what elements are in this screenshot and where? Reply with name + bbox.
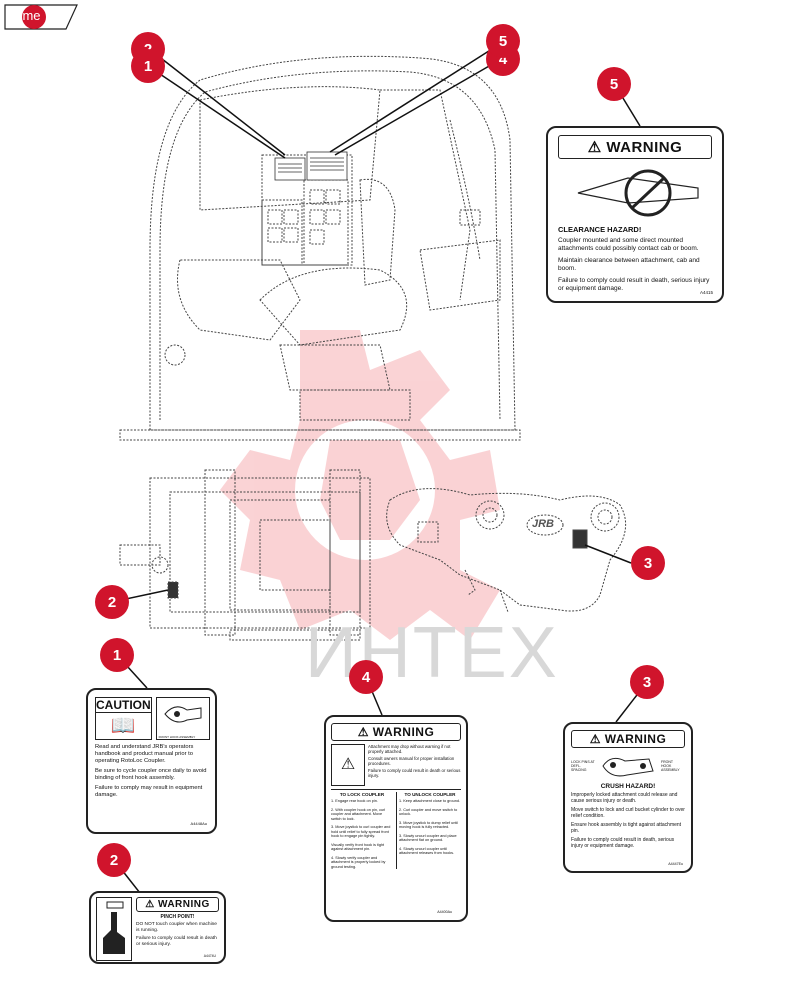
lock-step: 2. With coupler hook on pin, curl couple…: [331, 807, 386, 821]
hook-pictogram-icon: [164, 706, 202, 723]
lock-step: 3. Move joystick to curl coupler and hol…: [331, 825, 391, 838]
leader-lines: [111, 41, 648, 894]
warning-triangle-icon: ⚠: [357, 725, 369, 739]
home-link[interactable]: home: [8, 8, 41, 23]
lock-step: 4. Slowly verify coupler and attachment …: [331, 855, 386, 869]
label-3-code: A4447Eu: [668, 862, 683, 866]
label-1-pic-caption: FRONT HOOK ASSEMBLY: [158, 735, 196, 739]
cab-decals: [274, 151, 348, 181]
label-5-line: Failure to comply could result in death,…: [558, 277, 710, 292]
label-3-pic-right: FRONT HOOK ASSEMBLY: [661, 760, 680, 772]
label-5-code: A4415: [699, 290, 713, 295]
callout-2-label[interactable]: 2: [97, 843, 131, 877]
label-2-line: DO NOT touch coupler when machine is run…: [136, 922, 217, 933]
label-5-clearance-warning: ⚠ WARNING CLEARANCE HAZARD! Coupler moun…: [546, 126, 724, 303]
callout-2-coupler[interactable]: 2: [95, 585, 129, 619]
label-1-line: Be sure to cycle coupler once daily to a…: [95, 768, 207, 781]
label-3-hazard: CRUSH HAZARD!: [600, 783, 656, 790]
label-2-header: WARNING: [157, 899, 210, 910]
label-5-line: Coupler mounted and some direct mounted …: [558, 237, 699, 252]
unlock-step: 3. Slowly uncurl coupler and place attac…: [399, 833, 457, 843]
label-5-header: WARNING: [606, 139, 683, 156]
label-4-coupler-instructions: ⚠ WARNING ⚠ Attachment may drop without …: [324, 715, 468, 922]
label-1-line: Failure to comply may result in equipmen…: [95, 785, 203, 798]
label-2-code: A4474U: [203, 954, 216, 958]
coupler-plate-drawing: [386, 488, 627, 613]
watermark-text: ИНТЕХ: [305, 613, 559, 693]
label-2-pinch-warning: ⚠ WARNING PINCH POINT! DO NOT touch coup…: [89, 891, 226, 964]
pinch-point-hand-icon: [96, 897, 132, 961]
label-4-code: A4400Au: [437, 910, 452, 914]
home-tab-shape: [4, 4, 78, 30]
clearance-pictogram-icon: [577, 169, 699, 217]
unlock-step: 1. Keep attachment close to ground.: [399, 799, 461, 803]
book-icon: 📖: [110, 715, 136, 737]
lock-step: 1. Engage rear hook on pin.: [331, 799, 378, 803]
coupler-side-drawing: [119, 469, 371, 641]
warning-triangle-icon: ⚠: [589, 732, 601, 746]
callout-3-label[interactable]: 3: [630, 665, 664, 699]
label-1-line: Read and understand JRB's operators hand…: [95, 744, 194, 764]
label-3-header: WARNING: [604, 732, 667, 746]
unlock-coupler-title: TO UNLOCK COUPLER: [404, 792, 456, 797]
unlock-step: 2. Curl coupler and move switch to unloc…: [399, 807, 458, 817]
label-5-line: Maintain clearance between attachment, c…: [558, 257, 700, 272]
callout-5-cab[interactable]: 5: [486, 24, 520, 58]
callout-1-cab[interactable]: 1: [131, 49, 165, 83]
label-3-line: Improperly locked attachment could relea…: [571, 792, 678, 804]
warning-triangle-icon: ⚠: [145, 899, 155, 910]
hook-lock-pictogram-icon: [602, 757, 654, 777]
label-3-line: Failure to comply could result in death,…: [571, 837, 675, 849]
label-4-intro: Failure to comply could result in death …: [368, 768, 461, 778]
callout-3-coupler[interactable]: 3: [631, 546, 665, 580]
callout-1-label[interactable]: 1: [100, 638, 134, 672]
cab-drawing: [119, 55, 521, 441]
label-4-intro: Consult owners manual for proper install…: [368, 756, 455, 766]
falling-object-icon: ⚠: [331, 744, 365, 786]
brand-plate: JRB: [532, 518, 555, 530]
label-4-header: WARNING: [372, 725, 435, 739]
label-1-code: A4448Au: [190, 821, 207, 826]
lock-coupler-title: TO LOCK COUPLER: [339, 792, 385, 797]
label-2-line: Failure to comply could result in death …: [136, 936, 217, 947]
watermark-gear-icon: [220, 330, 500, 640]
label-5-hazard: CLEARANCE HAZARD!: [558, 225, 642, 234]
label-2-hazard: PINCH POINT!: [160, 914, 195, 920]
callout-5-label[interactable]: 5: [597, 67, 631, 101]
label-3-line: Ensure hook assembly is tight against at…: [571, 822, 682, 834]
label-1-caution: CAUTION 📖 FRONT HOOK ASSEMBLY Read and u…: [86, 688, 217, 834]
unlock-step: 3. Move joystick to dump relief until mo…: [399, 820, 459, 830]
warning-triangle-icon: ⚠: [587, 139, 602, 156]
label-1-header: CAUTION: [96, 698, 151, 713]
label-4-intro: Attachment may drop without warning if n…: [368, 744, 451, 754]
callout-4-label[interactable]: 4: [349, 660, 383, 694]
label-3-line: Move switch to lock and curl bucket cyli…: [571, 807, 685, 819]
label-3-pic-left: LOCK PINS AT DEFL. SPACING: [571, 760, 595, 772]
label-3-crush-warning: ⚠ WARNING LOCK PINS AT DEFL. SPACING FRO…: [563, 722, 693, 873]
lock-step: Visually verify front hook is tight agai…: [331, 842, 385, 852]
unlock-step: 4. Slowly uncurl coupler until attachmen…: [399, 846, 455, 856]
